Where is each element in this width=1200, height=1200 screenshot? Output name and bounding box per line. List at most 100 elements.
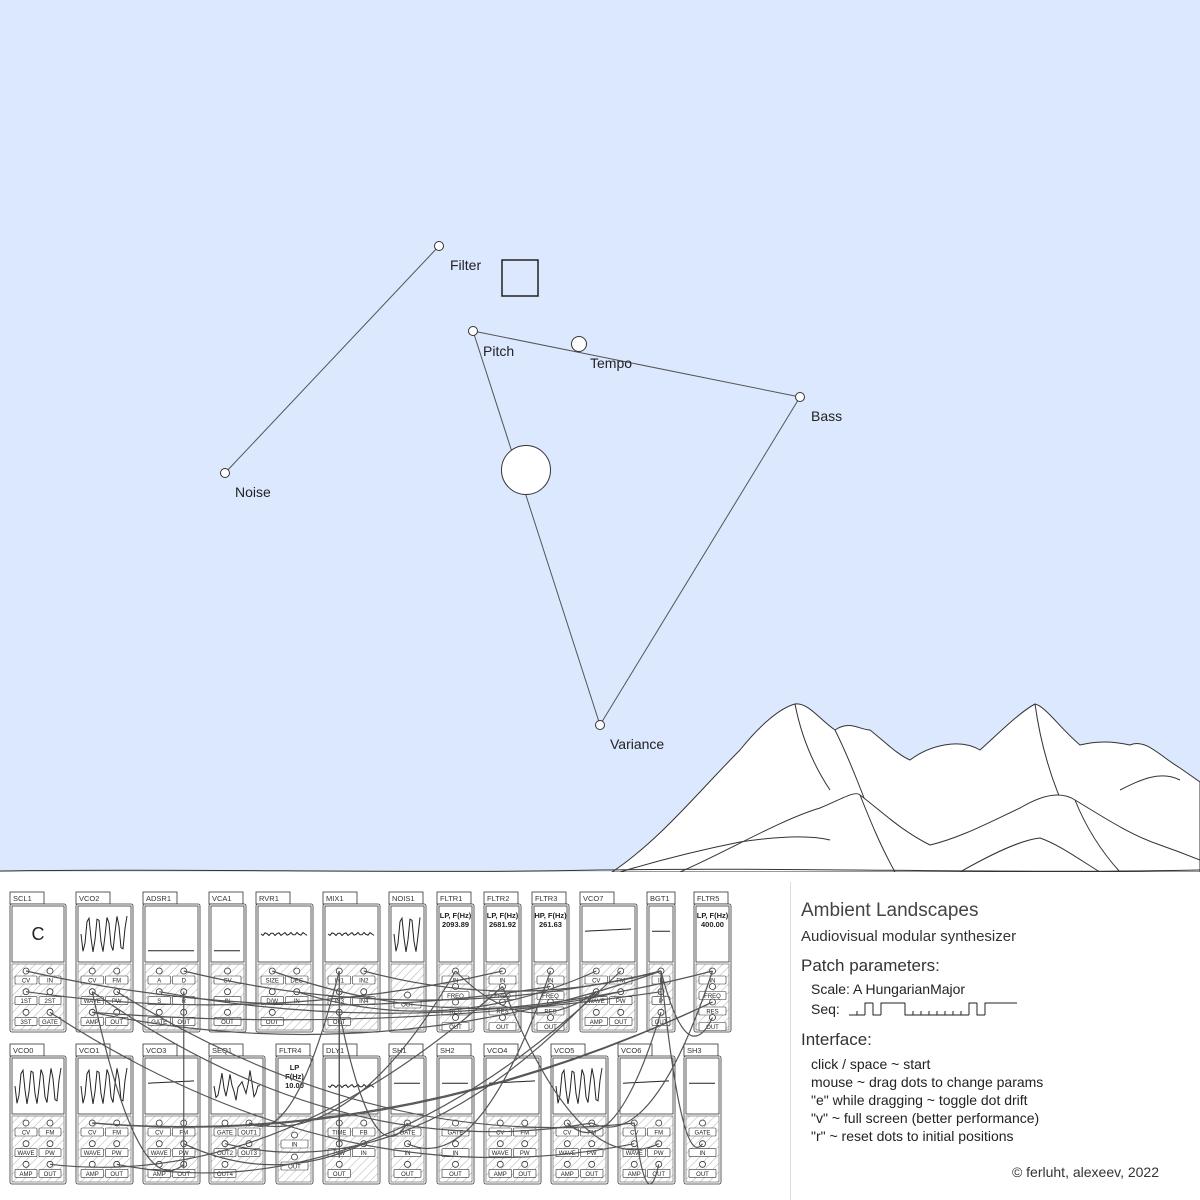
jack-socket-icon[interactable] — [47, 1009, 53, 1015]
jack-socket-icon[interactable] — [361, 989, 367, 995]
jack-socket-icon[interactable] — [156, 1141, 162, 1147]
jack-socket-icon[interactable] — [405, 1161, 411, 1167]
jack-socket-icon[interactable] — [156, 968, 162, 974]
landscape-canvas[interactable]: Filter Noise Pitch Tempo Bass Variance — [0, 0, 1200, 872]
jack-socket-icon[interactable] — [89, 1161, 95, 1167]
jack-label: AMP — [628, 1172, 641, 1178]
module-mix1[interactable]: MIX1IN1IN2IN3IN4OUT — [323, 892, 380, 1032]
jack-socket-icon[interactable] — [497, 1141, 503, 1147]
patch-parameters-heading: Patch parameters: — [801, 956, 940, 976]
module-sh1[interactable]: SH1GATEINOUT — [389, 1044, 426, 1184]
jack-socket-icon[interactable] — [405, 1141, 411, 1147]
variance-dot-handle[interactable] — [596, 721, 605, 730]
jack-socket-icon[interactable] — [269, 1009, 275, 1015]
module-name: VCO5 — [554, 1046, 574, 1055]
module-name: DLY1 — [326, 1046, 344, 1055]
tempo-dot-handle[interactable] — [572, 337, 587, 352]
jack-socket-icon[interactable] — [589, 1161, 595, 1167]
module-fltr3[interactable]: FLTR3HP, F(Hz)261.63INFREQRESOUT — [532, 892, 569, 1032]
jack-socket-icon[interactable] — [23, 1141, 29, 1147]
jack-socket-icon[interactable] — [497, 1161, 503, 1167]
jack-socket-icon[interactable] — [548, 1015, 554, 1021]
jack-socket-icon[interactable] — [23, 1009, 29, 1015]
jack-socket-icon[interactable] — [294, 968, 300, 974]
module-vca1[interactable]: VCA1CVINOUT — [209, 892, 246, 1032]
jack-socket-icon[interactable] — [292, 1154, 298, 1160]
jack-socket-icon[interactable] — [361, 1120, 367, 1126]
jack-socket-icon[interactable] — [225, 968, 231, 974]
jack-socket-icon[interactable] — [47, 968, 53, 974]
jack-socket-icon[interactable] — [222, 1161, 228, 1167]
jack-label: AMP — [86, 1172, 99, 1178]
jack-socket-icon[interactable] — [23, 1120, 29, 1126]
jack-socket-icon[interactable] — [700, 1120, 706, 1126]
jack-socket-icon[interactable] — [564, 1161, 570, 1167]
module-adsr1[interactable]: ADSR1ADSRGATEOUT — [143, 892, 200, 1032]
jack-socket-icon[interactable] — [89, 968, 95, 974]
module-bgt1[interactable]: BGT1INPOUT — [647, 892, 675, 1032]
jack-socket-icon[interactable] — [710, 984, 716, 990]
module-vco6[interactable]: VCO6CVFMWAVEPWAMPOUT — [618, 1044, 675, 1184]
jack-socket-icon[interactable] — [656, 1120, 662, 1126]
jack-socket-icon[interactable] — [47, 1120, 53, 1126]
module-display-text: LP, F(Hz) — [440, 911, 472, 920]
jack-socket-icon[interactable] — [47, 1141, 53, 1147]
jack-socket-icon[interactable] — [269, 989, 275, 995]
jack-socket-icon[interactable] — [47, 989, 53, 995]
jack-socket-icon[interactable] — [522, 1141, 528, 1147]
jack-socket-icon[interactable] — [114, 968, 120, 974]
filter-dot-handle[interactable] — [435, 242, 444, 251]
jack-label: OUT — [696, 1172, 709, 1178]
jack-socket-icon[interactable] — [658, 1009, 664, 1015]
jack-label: AMP — [494, 1172, 507, 1178]
module-name: RVR1 — [259, 894, 279, 903]
jack-socket-icon[interactable] — [453, 1015, 459, 1021]
module-sh3[interactable]: SH3GATEINOUT — [684, 1044, 721, 1184]
jack-socket-icon[interactable] — [593, 1009, 599, 1015]
jack-socket-icon[interactable] — [89, 1141, 95, 1147]
jack-socket-icon[interactable] — [156, 1009, 162, 1015]
jack-socket-icon[interactable] — [589, 1141, 595, 1147]
module-vco7[interactable]: VCO7CVFMWAVEPWAMPOUT — [580, 892, 637, 1032]
jack-socket-icon[interactable] — [522, 1161, 528, 1167]
module-vco2[interactable]: VCO2CVFMWAVEPWAMPOUT — [76, 892, 133, 1032]
jack-socket-icon[interactable] — [656, 1141, 662, 1147]
jack-socket-icon[interactable] — [564, 1141, 570, 1147]
noise-dot-handle[interactable] — [221, 469, 230, 478]
module-name: VCO1 — [79, 1046, 99, 1055]
module-name: FLTR3 — [535, 894, 557, 903]
module-rvr1[interactable]: RVR1SIZEDECD/WINOUT — [256, 892, 313, 1032]
jack-label: OUT — [221, 1020, 234, 1026]
jack-label: OUT — [614, 1020, 627, 1026]
jack-socket-icon[interactable] — [631, 1161, 637, 1167]
pitch-dot-handle[interactable] — [469, 327, 478, 336]
jack-socket-icon[interactable] — [522, 1120, 528, 1126]
jack-label: OUT — [266, 1020, 279, 1026]
jack-socket-icon[interactable] — [225, 1009, 231, 1015]
jack-label: CV — [22, 1131, 30, 1137]
jack-socket-icon[interactable] — [114, 1141, 120, 1147]
jack-socket-icon[interactable] — [336, 1161, 342, 1167]
module-vco1[interactable]: VCO1CVFMWAVEPWAMPOUT — [76, 1044, 133, 1184]
module-vco3[interactable]: VCO3CVFMWAVEPWAMPOUT — [143, 1044, 200, 1184]
jack-label: AMP — [590, 1020, 603, 1026]
jack-socket-icon[interactable] — [700, 1161, 706, 1167]
jack-socket-icon[interactable] — [453, 1161, 459, 1167]
module-vco0[interactable]: VCO0CVFMWAVEPWAMPOUT — [10, 1044, 66, 1184]
jack-socket-icon[interactable] — [453, 1141, 459, 1147]
jack-label: OUT — [401, 1172, 414, 1178]
jack-socket-icon[interactable] — [23, 1161, 29, 1167]
jack-label: OUT — [288, 1165, 301, 1171]
jack-socket-icon[interactable] — [292, 1132, 298, 1138]
jack-socket-icon[interactable] — [405, 992, 411, 998]
jack-label: OUT3 — [241, 1151, 258, 1157]
jack-label: WAVE — [17, 1151, 34, 1157]
jack-label: CV — [22, 979, 30, 985]
jack-socket-icon[interactable] — [156, 1120, 162, 1126]
module-fltr5[interactable]: FLTR5LP, F(Hz)400.00INFREQRESOUT — [694, 892, 731, 1032]
interface-heading: Interface: — [801, 1030, 872, 1050]
module-scl1[interactable]: SCL1CCVIN1ST2ST3STGATE — [10, 892, 66, 1032]
jack-socket-icon[interactable] — [618, 1009, 624, 1015]
bass-dot-handle[interactable] — [796, 393, 805, 402]
jack-socket-icon[interactable] — [225, 989, 231, 995]
